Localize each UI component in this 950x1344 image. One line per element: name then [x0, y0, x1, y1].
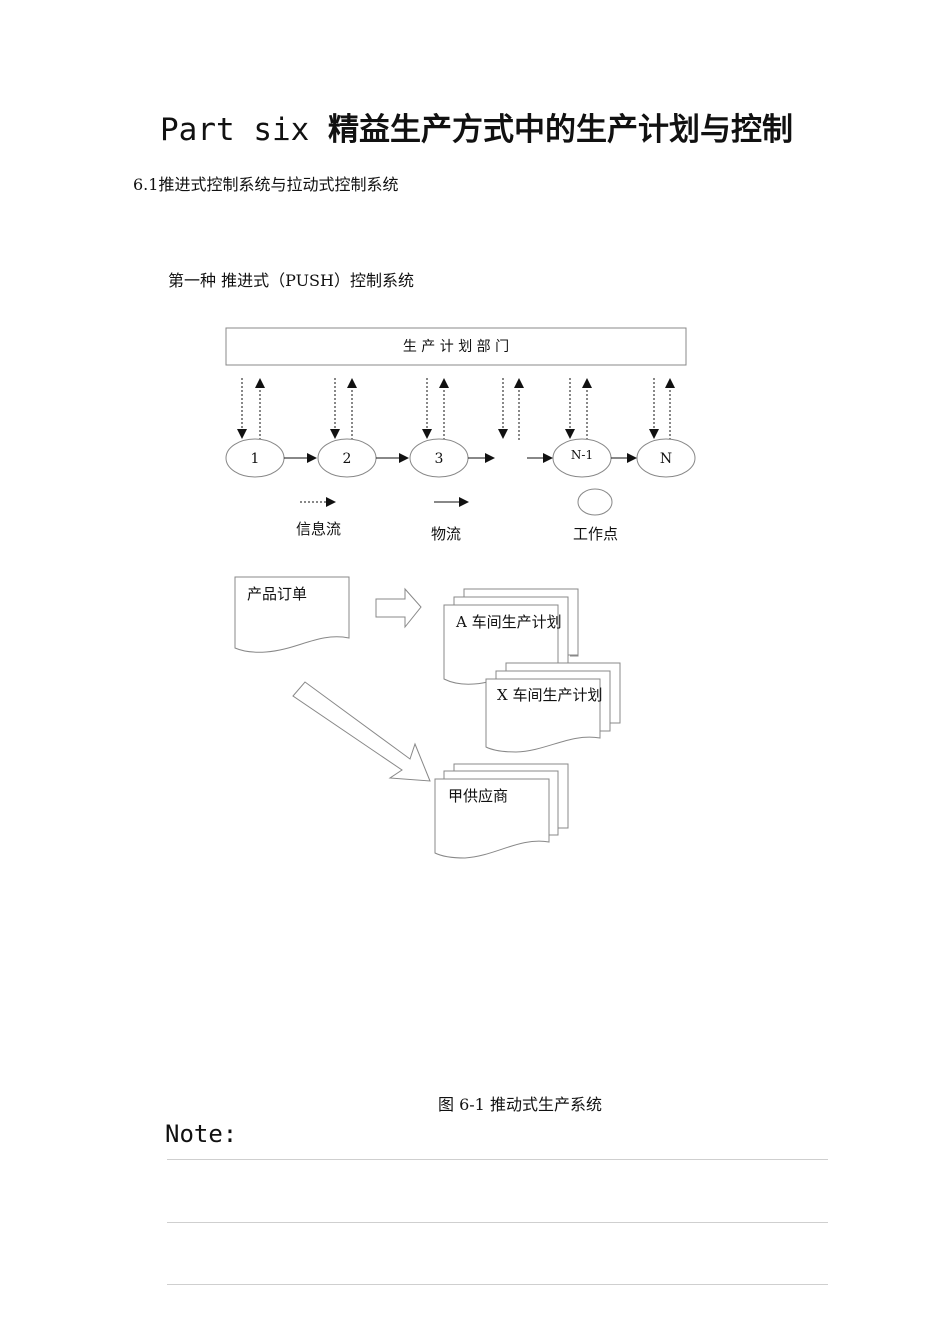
- legend-material-flow-label: 物流: [431, 525, 461, 543]
- page-title: Part six 精益生产方式中的生产计划与控制: [160, 104, 793, 149]
- subheading: 第一种 推进式（PUSH）控制系统: [168, 271, 414, 290]
- note-line-3[interactable]: [167, 1284, 828, 1285]
- workshop-a-plan-doc: A 车间生产计划: [443, 588, 579, 685]
- legend-info-flow-label: 信息流: [296, 520, 341, 538]
- note-line-2[interactable]: [167, 1222, 828, 1223]
- planning-dept-box: 生 产 计 划 部 门: [225, 327, 687, 366]
- title-part: Part six: [160, 112, 328, 148]
- workshop-a-plan-label: A 车间生产计划: [455, 613, 562, 631]
- node-label-n-1: N-1: [571, 448, 593, 462]
- block-arrow-diagonal: [292, 681, 431, 782]
- work-nodes: 1 2 3 N-1 N: [225, 438, 696, 478]
- block-arrow-right: [375, 587, 422, 629]
- info-flow-arrows: [237, 378, 675, 440]
- node-3: 3: [409, 438, 469, 478]
- node-1: 1: [225, 438, 285, 478]
- node-n: N: [636, 438, 696, 478]
- note-line-1[interactable]: [167, 1159, 828, 1160]
- figure-caption: 图 6-1 推动式生产系统: [438, 1095, 602, 1114]
- node-2: 2: [317, 438, 377, 478]
- node-label-n: N: [660, 451, 672, 467]
- node-label-1: 1: [251, 451, 260, 467]
- note-label: Note:: [165, 1120, 238, 1148]
- title-text: 精益生产方式中的生产计划与控制: [327, 112, 793, 148]
- supplier-doc: 甲供应商: [434, 763, 569, 859]
- legend-work-point-shape: [577, 488, 613, 516]
- product-order-label: 产品订单: [247, 585, 307, 603]
- legend-work-point-label: 工作点: [573, 525, 618, 543]
- node-label-2: 2: [343, 451, 352, 467]
- product-order-doc: 产品订单: [234, 576, 350, 653]
- supplier-label: 甲供应商: [448, 787, 508, 805]
- section-heading: 6.1推进式控制系统与拉动式控制系统: [133, 175, 399, 194]
- planning-dept-label: 生 产 计 划 部 门: [403, 339, 509, 355]
- legend: 信息流 物流 工作点: [296, 488, 618, 543]
- node-n-1: N-1: [552, 438, 612, 478]
- workshop-x-plan-label: X 车间生产计划: [497, 686, 602, 704]
- workshop-x-plan-doc: X 车间生产计划: [485, 662, 621, 753]
- node-label-3: 3: [435, 451, 444, 467]
